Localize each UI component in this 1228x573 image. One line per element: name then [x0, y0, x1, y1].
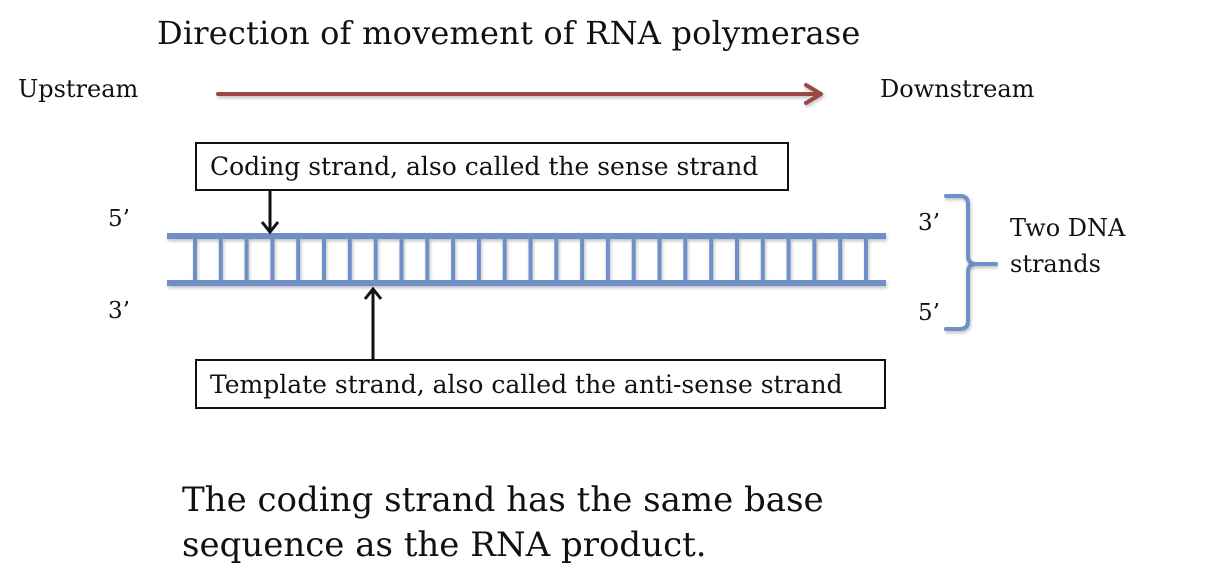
direction-arrow	[216, 83, 823, 105]
top-strand-left-end: 5’	[108, 206, 130, 232]
bottom-strand-left-end: 3’	[108, 298, 130, 324]
two-dna-strands-label: Two DNA strands	[1010, 210, 1125, 282]
top-strand-right-end: 3’	[918, 210, 940, 236]
footnote-line-1: The coding strand has the same base	[182, 480, 824, 520]
dna-ladder	[167, 233, 886, 286]
footnote-statement: The coding strand has the same base sequ…	[182, 478, 882, 568]
footnote-line-2: sequence as the RNA product.	[182, 525, 707, 565]
brace-label-line-1: Two DNA	[1010, 214, 1126, 242]
strands-brace-icon	[944, 194, 998, 331]
direction-arrow-head	[804, 83, 823, 105]
coding-callout-arrow	[260, 190, 280, 235]
diagram-title: Direction of movement of RNA polymerase	[157, 14, 861, 52]
template-strand-callout: Template strand, also called the anti-se…	[195, 359, 886, 409]
downstream-label: Downstream	[880, 75, 1035, 103]
coding-strand-callout: Coding strand, also called the sense str…	[195, 142, 789, 191]
base-pair-rungs	[193, 236, 868, 283]
brace-label-line-2: strands	[1010, 250, 1101, 278]
template-strand-callout-text: Template strand, also called the anti-se…	[210, 369, 843, 399]
template-callout-arrow	[363, 286, 383, 359]
bottom-strand-right-end: 5’	[918, 300, 940, 326]
upstream-label: Upstream	[18, 75, 139, 103]
coding-strand-callout-text: Coding strand, also called the sense str…	[210, 152, 759, 181]
